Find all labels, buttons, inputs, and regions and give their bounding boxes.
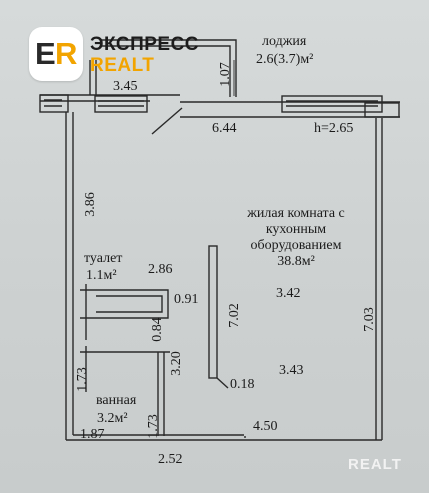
brand-logo-letter-e: E (35, 36, 56, 71)
dim-bottom-width: 2.52 (158, 452, 183, 467)
ceiling-height: h=2.65 (314, 121, 354, 136)
living-room-line1: жилая комната с (247, 206, 345, 221)
toilet-area: 1.1м² (86, 268, 117, 283)
brand-logo: E R (29, 27, 83, 81)
window-top-mid-glass (98, 100, 144, 107)
dim-left-lower: 1.73 (74, 367, 90, 392)
dim-bath-door: 1.73 (145, 414, 161, 439)
watermark: REALT (348, 456, 402, 473)
door-arc-balcony (151, 107, 183, 135)
dim-living-lower: 3.43 (279, 363, 304, 378)
dim-toilet-door: 0.84 (149, 317, 165, 342)
toilet-wall-inner (96, 295, 163, 313)
window-right-end (364, 102, 400, 118)
dim-left-upper: 3.86 (82, 192, 98, 217)
window-top-mid (94, 95, 148, 113)
dim-top-right-width: 6.44 (212, 121, 237, 136)
living-room-line2: кухонным (265, 222, 327, 237)
dim-bath-width: 1.87 (80, 427, 105, 442)
brand-logo-letter-r: R (55, 36, 78, 71)
toilet-name: туалет (84, 251, 123, 266)
kitchen-partition (208, 245, 218, 379)
window-left (39, 94, 69, 113)
loggia-area: 2.6(3.7)м² (256, 52, 314, 67)
window-top-right (281, 95, 383, 113)
dim-toilet-width: 2.86 (148, 262, 173, 277)
bathroom-area: 3.2м² (97, 411, 128, 426)
dim-loggia-depth: 1.07 (217, 62, 233, 87)
dim-right-wall: 7.03 (361, 307, 377, 332)
window-top-right-glass (286, 100, 378, 107)
toilet-wall-top (80, 289, 169, 319)
dim-living-mid: 3.42 (276, 286, 301, 301)
loggia-outline (100, 39, 237, 97)
bath-wall-side (157, 352, 165, 436)
loggia-pillar (89, 60, 97, 95)
dim-partition-thickness: 0.18 (230, 377, 255, 392)
dim-partition-length: 7.02 (226, 303, 242, 328)
dim-entry-width: 4.50 (253, 419, 278, 434)
partition-leader (216, 377, 229, 389)
living-room-line3: оборудованием (250, 238, 342, 253)
brand-name-line1: ЭКСПРЕСС (90, 34, 200, 55)
living-room-label: жилая комната с кухонным оборудованием 3… (226, 206, 366, 270)
window-left-glass (44, 99, 62, 107)
loggia-name: лоджия (262, 34, 307, 49)
loggia-inner (100, 45, 231, 97)
bathroom-name: ванная (96, 393, 137, 408)
dim-toilet-depth: 0.91 (174, 292, 199, 307)
dim-bath-height: 3.20 (168, 351, 184, 376)
brand-name-line2: REALT (90, 55, 155, 76)
living-room-area: 38.8м² (277, 254, 315, 269)
dim-top-left-width: 3.45 (113, 79, 138, 94)
